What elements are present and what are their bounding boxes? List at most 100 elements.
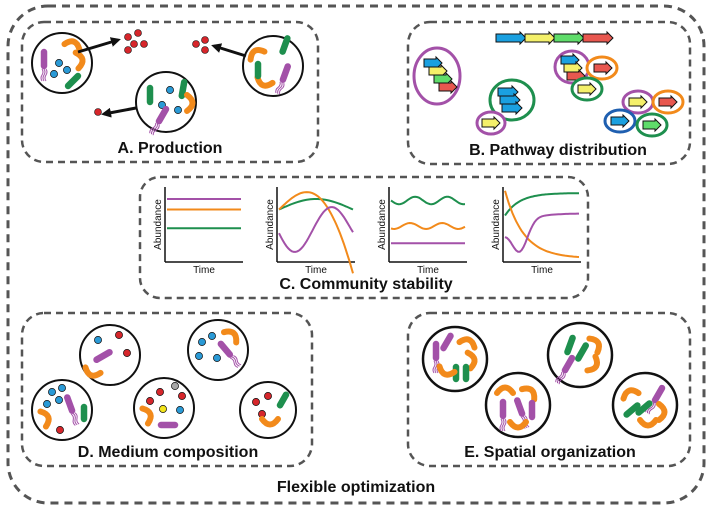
x-axis-label: Time	[531, 265, 553, 276]
flagellated-bacterium	[64, 394, 80, 426]
cell-a1	[31, 32, 93, 94]
x-axis-label: Time	[417, 265, 439, 276]
metabolite	[55, 59, 63, 67]
metabolite	[56, 426, 64, 434]
curved-bacterium	[139, 405, 154, 427]
production-arrow	[101, 106, 137, 118]
metabolite	[58, 384, 66, 392]
curved-bacterium	[456, 336, 478, 351]
metabolite	[159, 405, 167, 413]
panel-frame-pathway-distribution	[406, 20, 692, 166]
abundance-curve	[504, 192, 579, 217]
panel-label-pathway-distribution: B. Pathway distribution	[469, 142, 647, 159]
rod-bacterium	[635, 400, 653, 416]
panel-label-production: A. Production	[118, 140, 223, 157]
metabolite	[208, 332, 216, 340]
pathway-step	[577, 81, 597, 97]
curved-bacterium	[518, 385, 538, 403]
curved-bacterium	[586, 335, 602, 356]
abundance-curve	[278, 191, 354, 274]
curved-bacterium	[254, 74, 276, 89]
metabolite	[146, 397, 154, 405]
abundance-curve	[390, 221, 466, 231]
y-axis-label: Abundance	[377, 199, 388, 250]
pathway-step	[553, 30, 585, 46]
stability-plots: TimeAbundanceTimeAbundanceTimeAbundanceT…	[153, 187, 581, 276]
curved-bacterium	[620, 387, 642, 402]
outer-frame	[6, 4, 706, 505]
curved-bacterium	[584, 353, 600, 374]
y-axis-label: Abundance	[153, 199, 164, 250]
curved-bacterium	[436, 363, 458, 378]
rod-bacterium	[276, 391, 290, 409]
metabolite	[48, 388, 56, 396]
x-axis-label: Time	[193, 265, 215, 276]
cell-membrane	[242, 35, 304, 97]
curved-bacterium	[494, 384, 516, 396]
rod-bacterium	[564, 334, 576, 356]
rod-bacterium	[279, 35, 291, 55]
production-arrow	[77, 37, 121, 54]
panel-production: A. Production	[20, 20, 320, 164]
metabolite	[156, 388, 164, 396]
panel-frame-production	[20, 20, 320, 164]
panel-frame-community-stability	[138, 175, 590, 300]
flagellated-bacterium	[275, 63, 291, 95]
flagellated-bacterium	[499, 398, 507, 432]
curved-bacterium	[259, 416, 281, 428]
pathway-step	[628, 94, 648, 110]
curved-bacterium	[507, 419, 529, 431]
abundance-curve	[278, 198, 354, 211]
curved-bacterium	[72, 49, 86, 72]
secreted-metabolites	[94, 29, 209, 116]
flagellated-bacterium	[217, 340, 242, 368]
rod-bacterium	[440, 332, 454, 352]
curved-bacterium	[82, 364, 104, 379]
main-title: Flexible optimization	[277, 479, 435, 496]
panel-pathway-distribution: B. Pathway distribution	[406, 20, 692, 166]
y-axis-label: Abundance	[491, 199, 502, 250]
abundance-curve	[504, 190, 580, 258]
metabolite	[198, 338, 206, 346]
metabolite	[195, 352, 203, 360]
metabolite	[176, 406, 184, 414]
metabolite	[115, 331, 123, 339]
pathway-cells	[412, 30, 685, 138]
pathway-step	[423, 55, 443, 71]
metabolite	[264, 392, 272, 400]
pathway-step	[658, 94, 678, 110]
flagellated-bacterium	[555, 354, 576, 385]
metabolite	[94, 336, 102, 344]
pathway-step	[642, 117, 662, 133]
metabolite	[50, 70, 58, 78]
metabolite	[171, 382, 179, 390]
curved-bacterium	[656, 401, 668, 423]
cell-a3	[135, 71, 197, 136]
metabolite	[63, 66, 71, 74]
metabolite	[43, 400, 51, 408]
flagellated-bacterium	[149, 105, 170, 136]
production-arrow	[211, 43, 247, 58]
pathway-step	[481, 115, 501, 131]
abundance-curve	[504, 212, 579, 253]
pathway-step	[582, 30, 614, 46]
curved-bacterium	[61, 38, 83, 53]
pathway-step	[428, 63, 448, 79]
panel-label-community-stability: C. Community stability	[279, 276, 452, 293]
curved-bacterium	[220, 328, 240, 346]
rod-bacterium	[623, 402, 641, 418]
spatial-cells	[421, 321, 679, 439]
panel-spatial-organization: E. Spatial organization	[406, 311, 692, 468]
pathway-step	[610, 113, 630, 129]
curved-bacterium	[637, 417, 659, 429]
rod-bacterium	[64, 72, 82, 90]
pathway-step	[524, 30, 556, 46]
rod-bacterium	[575, 342, 589, 362]
curved-bacterium	[464, 349, 478, 372]
y-axis-label: Abundance	[265, 199, 276, 250]
abundance-curve	[390, 195, 466, 206]
pathway-step	[501, 100, 523, 116]
abundance-curve	[278, 206, 354, 253]
metabolite	[123, 349, 131, 357]
